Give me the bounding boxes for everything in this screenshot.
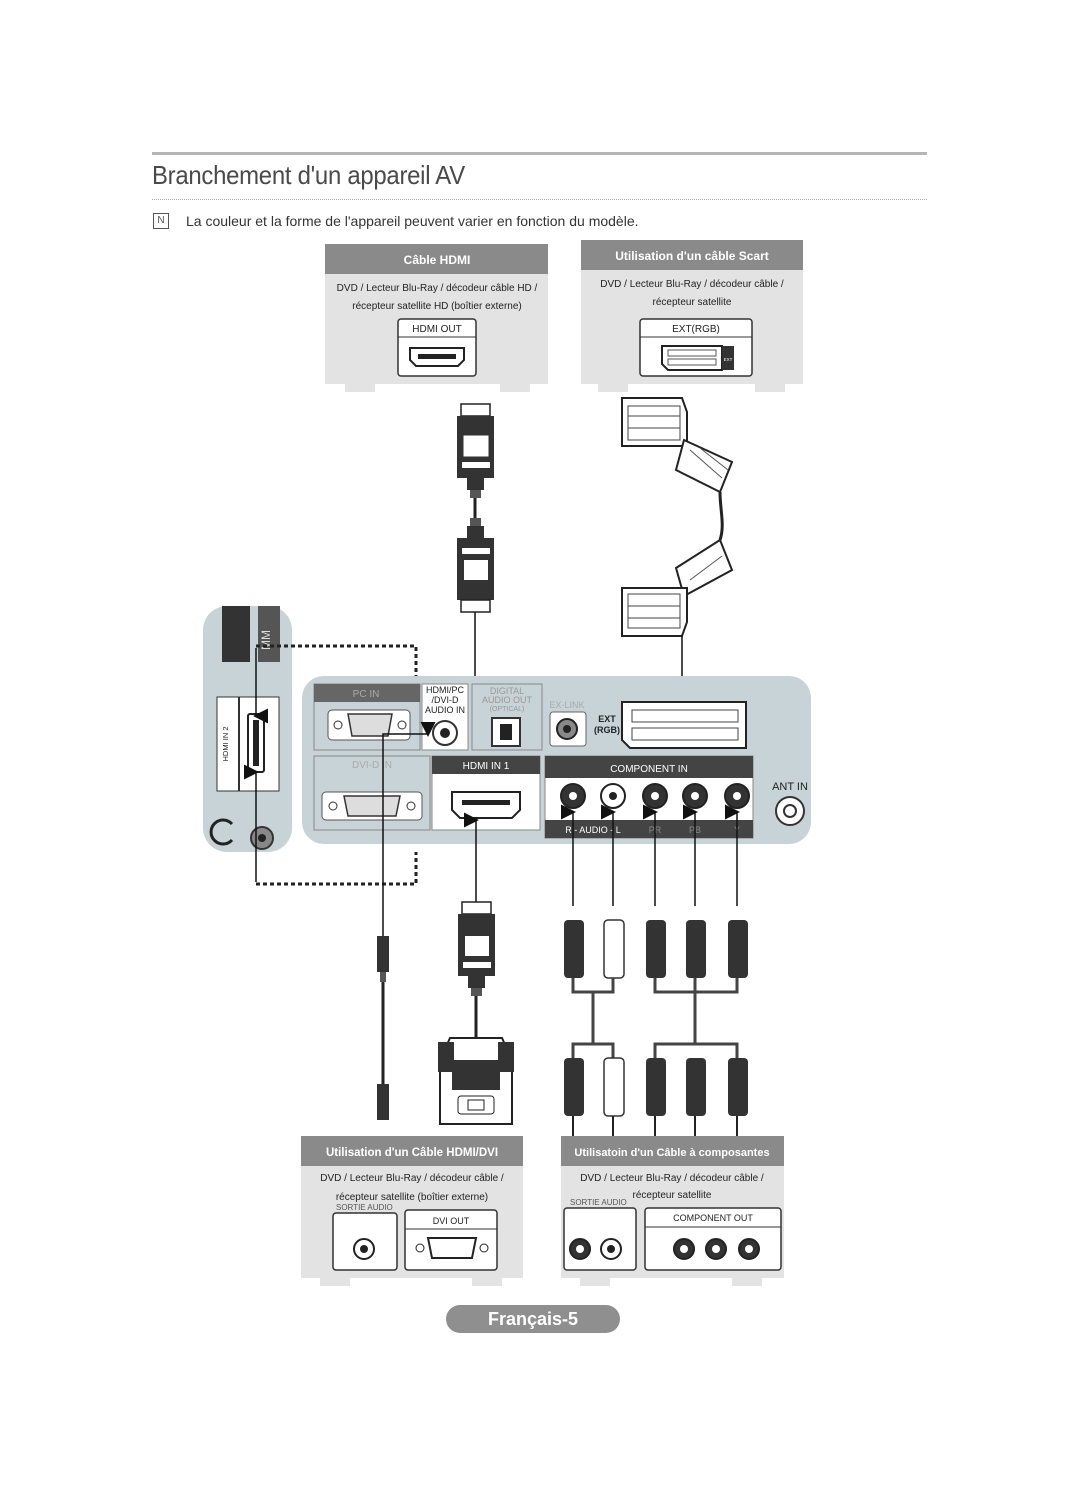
ex-link-label: EX-LINK	[549, 700, 584, 710]
scart-cable	[621, 397, 734, 700]
component-in-jacks	[560, 783, 750, 809]
title-divider	[152, 199, 927, 200]
svg-text:(OPTICAL): (OPTICAL)	[490, 706, 525, 713]
sortie-audio-label-left: SORTIE AUDIO	[336, 1203, 393, 1212]
component-source-box: Utilisatoin d'un Câble à composantes DVD…	[561, 1136, 784, 1286]
page-title: Branchement d'un appareil AV	[152, 160, 465, 190]
ext-label: EXT	[598, 714, 616, 724]
dvi-d-in-port	[343, 795, 401, 817]
dotted-link-bottom	[256, 852, 418, 886]
ext-rgb-label: EXT(RGB)	[672, 324, 720, 335]
tv-side-panel: MM HDMI IN 2	[203, 606, 292, 852]
hdmi-out-label: HDMI OUT	[412, 324, 461, 335]
hdmi-cable-top	[457, 403, 494, 758]
svg-text:EXT: EXT	[724, 357, 733, 362]
svg-text:(RGB): (RGB)	[594, 725, 620, 735]
hdmi-box-line1: DVD / Lecteur Blu-Ray / décodeur câble H…	[337, 283, 538, 294]
dvi-out-port	[426, 1237, 478, 1259]
component-box-line1: DVD / Lecteur Blu-Ray / décodeur câble /	[580, 1173, 764, 1184]
page-number-badge: Français-5	[446, 1305, 620, 1333]
top-rule	[152, 152, 927, 155]
ant-in-label: ANT IN	[772, 781, 808, 793]
note-text: La couleur et la forme de l'appareil peu…	[186, 213, 639, 229]
hdmi-source-box: Câble HDMI DVD / Lecteur Blu-Ray / décod…	[325, 244, 548, 392]
audio-mini-plug	[377, 936, 389, 1120]
scart-box-line2: récepteur satellite	[653, 297, 732, 308]
optical-port	[491, 717, 521, 747]
scart-box-line1: DVD / Lecteur Blu-Ray / décodeur câble /	[600, 279, 784, 290]
svg-text:/DVI-D: /DVI-D	[432, 695, 460, 705]
scart-port-icon: EXT	[661, 345, 734, 371]
note-icon: N	[153, 213, 169, 229]
hdmi-box-line2: récepteur satellite HD (boîtier externe)	[352, 301, 522, 312]
hdmi-dvi-box-line1: DVD / Lecteur Blu-Ray / décodeur câble /	[320, 1173, 504, 1184]
audio-in-label: AUDIO IN	[425, 705, 465, 715]
headphone-icon	[209, 818, 234, 846]
hdmi-box-header: Câble HDMI	[404, 253, 471, 267]
component-out-label: COMPONENT OUT	[673, 1213, 753, 1223]
sortie-audio-label-right: SORTIE AUDIO	[570, 1198, 627, 1207]
scart-source-box: Utilisation d'un câble Scart DVD / Lecte…	[581, 240, 803, 392]
hdmi-dvi-cable	[438, 812, 514, 1125]
hdmi-pc-label: HDMI/PC	[426, 685, 465, 695]
component-box-header: Utilisatoin d'un Câble à composantes	[574, 1147, 769, 1159]
hdmi-dvi-box-header: Utilisation d'un Câble HDMI/DVI	[326, 1147, 498, 1159]
svg-text:MM: MM	[259, 630, 273, 650]
scart-box-header: Utilisation d'un câble Scart	[615, 249, 769, 263]
ext-rgb-port	[621, 701, 747, 749]
component-rca-cables	[561, 804, 748, 1136]
hdmi-dvi-source-box: Utilisation d'un Câble HDMI/DVI DVD / Le…	[301, 1136, 523, 1286]
pc-in-port	[347, 713, 393, 737]
dvi-out-label: DVI OUT	[433, 1216, 470, 1226]
audio-cable-line	[382, 722, 436, 940]
svg-text:AUDIO OUT: AUDIO OUT	[482, 695, 533, 705]
hdmi-in-2-label: HDMI IN 2	[221, 726, 230, 761]
component-in-label: COMPONENT IN	[610, 764, 688, 775]
hdmi-dvi-box-line2: récepteur satellite (boîtier externe)	[336, 1192, 488, 1203]
hdmi-in-1-label: HDMI IN 1	[463, 761, 510, 772]
dvi-d-in-label: DVI-D IN	[352, 760, 392, 771]
component-box-line2: récepteur satellite	[633, 1190, 712, 1201]
svg-text:DIGITAL: DIGITAL	[490, 686, 524, 696]
tv-back-panel: PC IN HDMI/PC /DVI-D AUDIO IN DIGITAL AU…	[302, 676, 811, 844]
pc-in-label: PC IN	[353, 689, 380, 700]
audio-row-label: R - AUDIO - L	[565, 825, 621, 835]
